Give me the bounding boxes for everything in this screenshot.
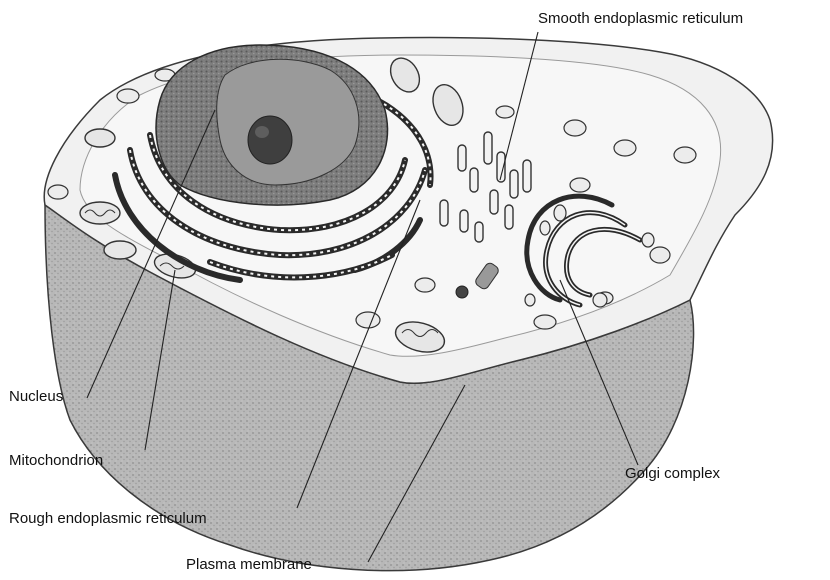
nucleolus-shape (248, 116, 292, 164)
label-rough-er: Rough endoplasmic reticulum (9, 511, 207, 526)
label-smooth-er: Smooth endoplasmic reticulum (538, 11, 743, 26)
label-mitochondrion: Mitochondrion (9, 453, 103, 468)
nucleus-shape (156, 45, 387, 205)
label-nucleus: Nucleus (9, 389, 63, 404)
label-plasma-membrane: Plasma membrane (186, 557, 312, 572)
label-golgi: Golgi complex (625, 466, 720, 481)
